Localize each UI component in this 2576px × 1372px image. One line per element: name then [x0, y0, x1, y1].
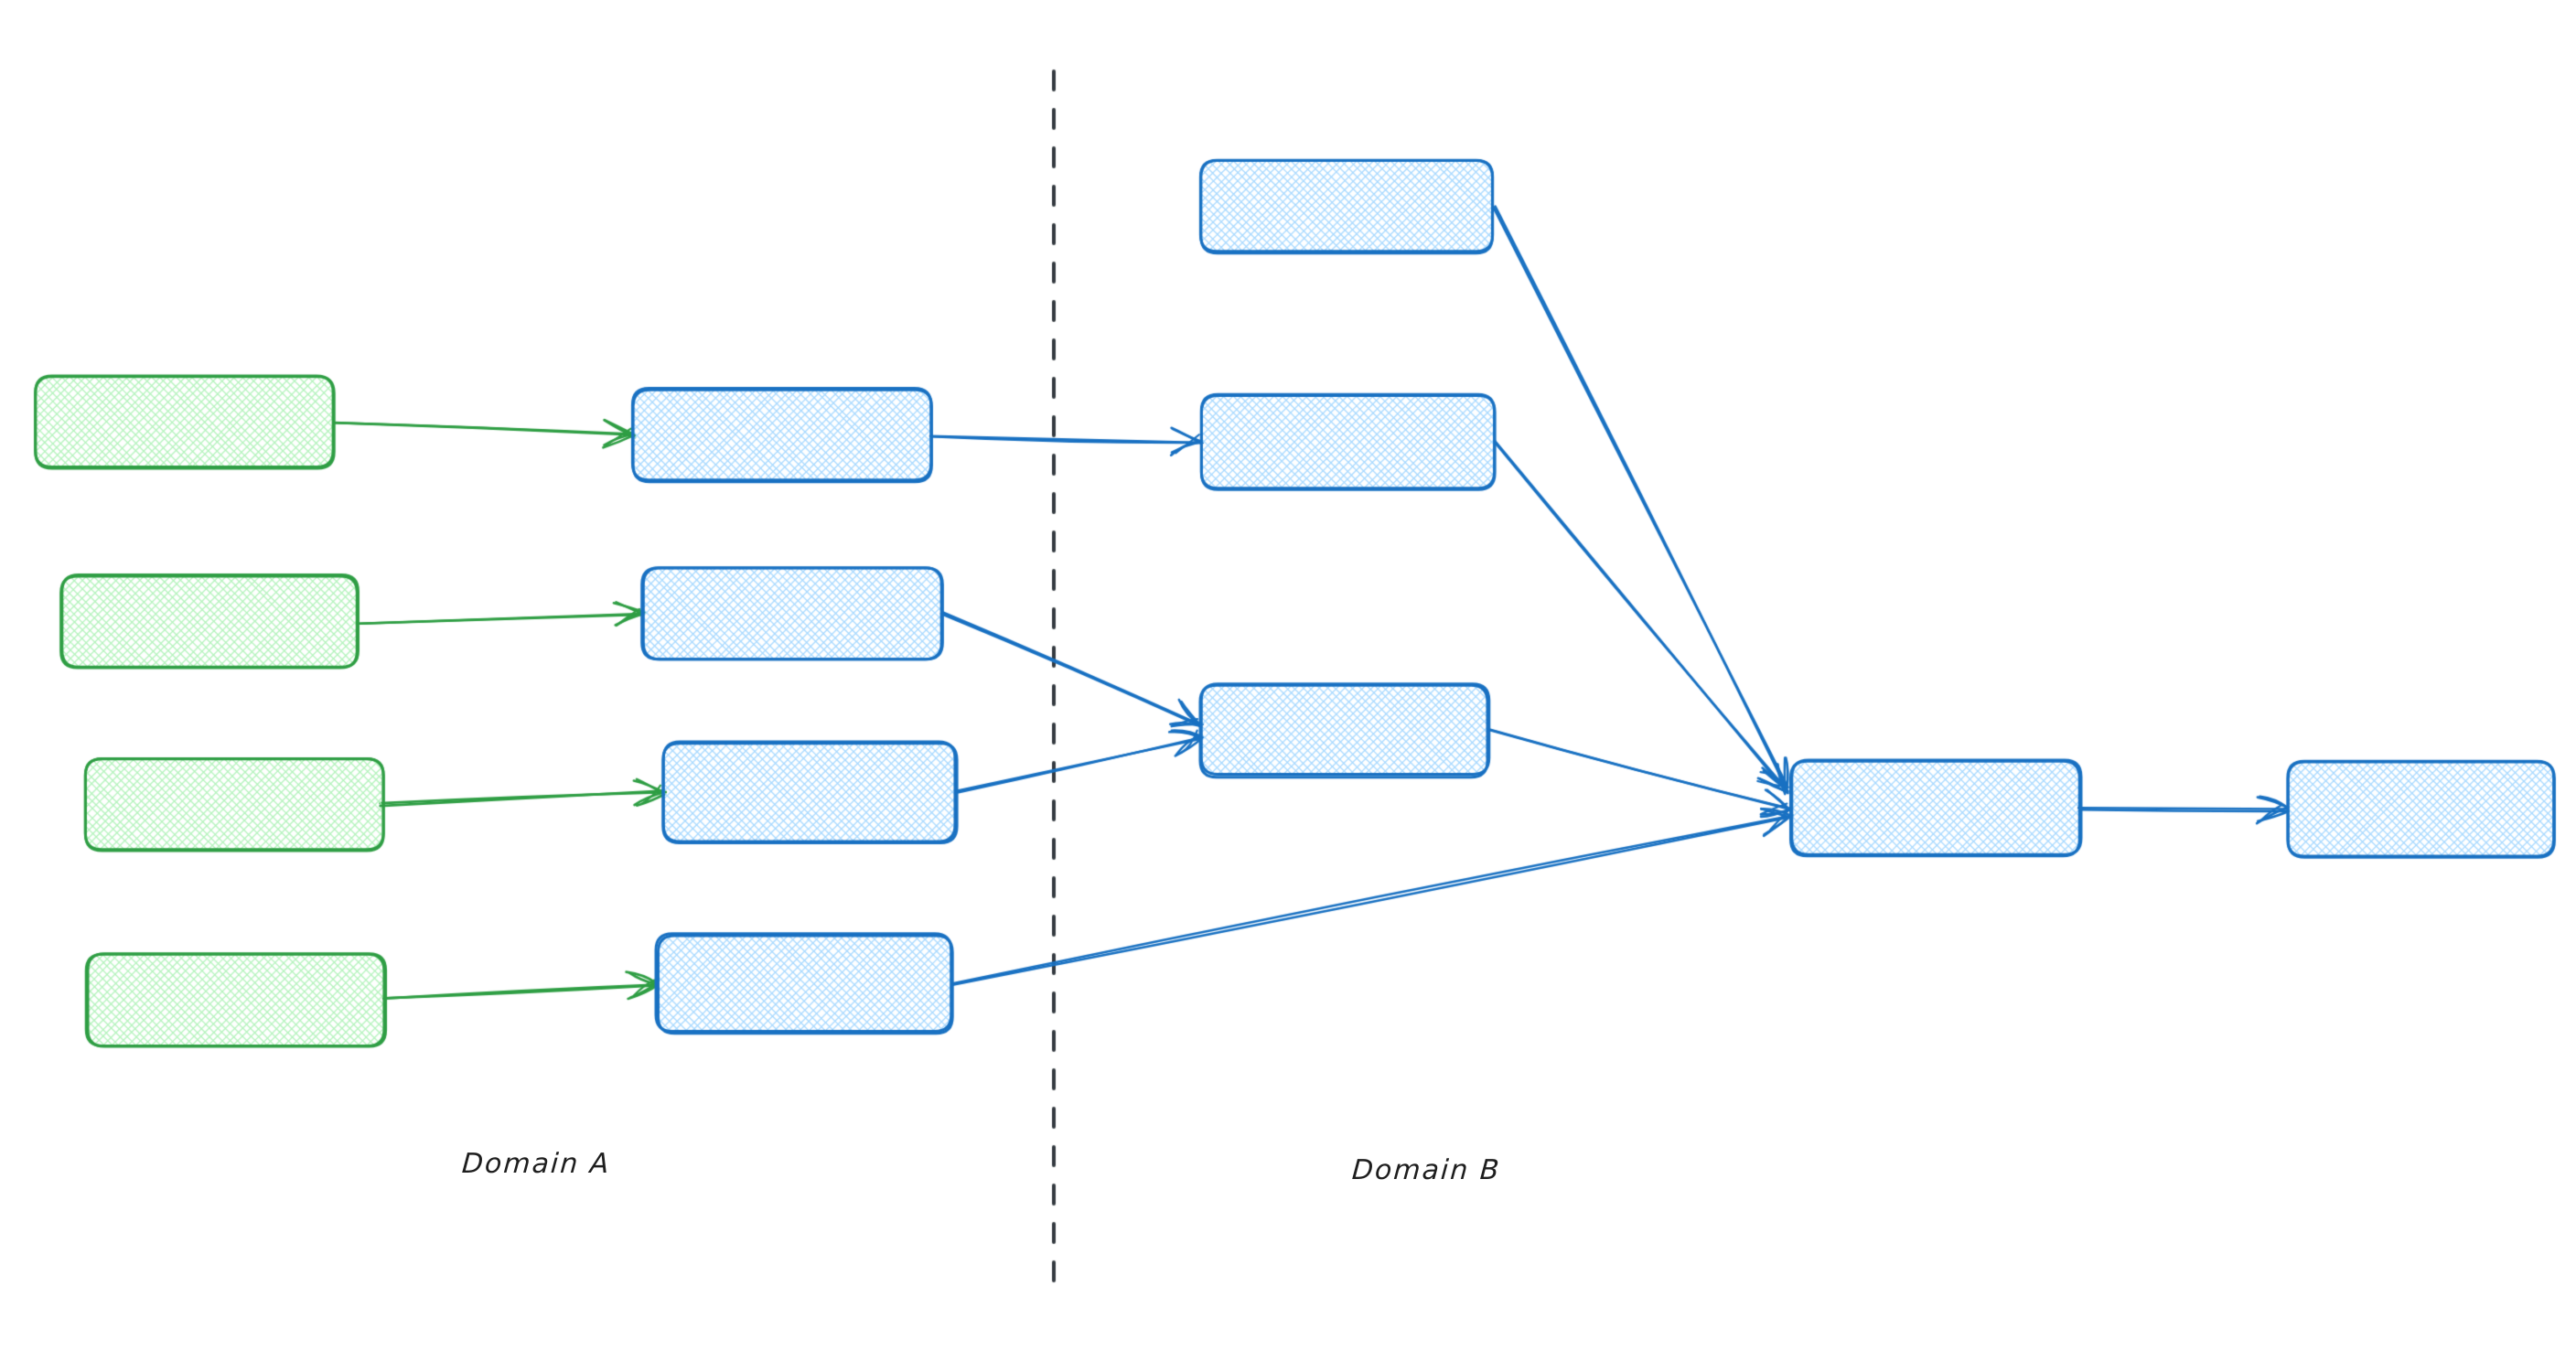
- domain-a-label: Domain A: [460, 1148, 612, 1180]
- domain-b-label: Domain B: [1350, 1154, 1502, 1186]
